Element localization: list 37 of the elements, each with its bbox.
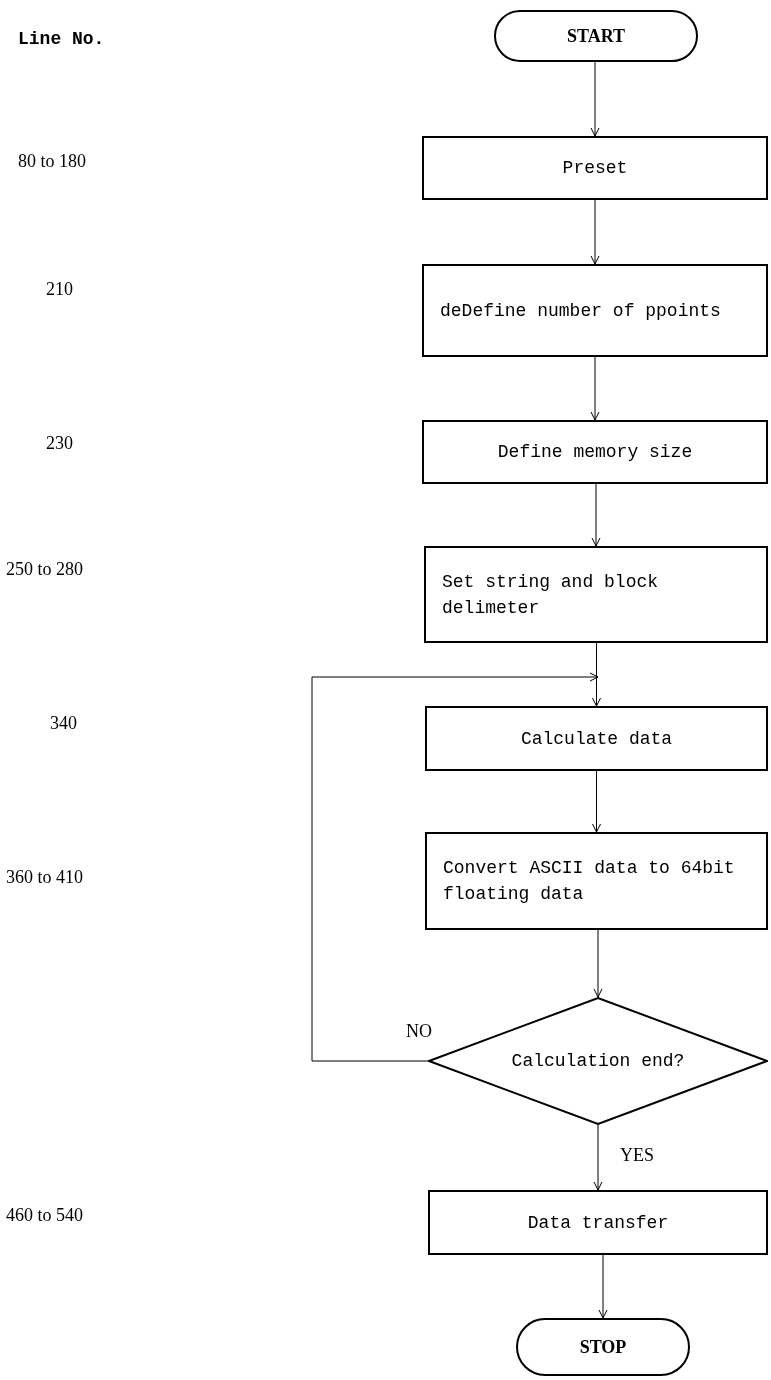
arrow <box>591 483 601 547</box>
process-box <box>422 420 768 484</box>
line-number-range: 250 to 280 <box>6 560 83 578</box>
arrow <box>590 356 600 421</box>
line-number-range: 460 to 540 <box>6 1206 83 1224</box>
process-box <box>428 1190 768 1255</box>
line-number-range: 210 <box>46 280 73 298</box>
arrow <box>593 929 603 998</box>
process-box <box>422 264 768 357</box>
arrow <box>590 199 600 265</box>
line-number-range: 360 to 410 <box>6 868 83 886</box>
process-box <box>424 546 768 643</box>
node-text: Calculate data <box>519 727 674 751</box>
process-box <box>422 136 768 200</box>
node-text: Data transfer <box>526 1211 670 1235</box>
edge-label: NO <box>404 1022 434 1040</box>
process-box <box>425 832 768 930</box>
arrow <box>592 770 601 833</box>
line-number-range: 230 <box>46 434 73 452</box>
edge-label: YES <box>618 1146 656 1164</box>
node-text: Define memory size <box>496 441 694 464</box>
arrow <box>590 61 600 137</box>
node-text: deDefine number of ppoints <box>440 299 722 323</box>
node-text: Preset <box>561 157 629 180</box>
node-text: START <box>566 25 626 48</box>
node-text: STOP <box>579 1336 627 1359</box>
node-text: Calculation end? <box>511 1050 685 1073</box>
node-text: Set string and block delimeter <box>442 570 660 620</box>
line-number-range: 80 to 180 <box>18 152 86 170</box>
process-box <box>425 706 768 771</box>
arrow <box>592 642 601 707</box>
arrow <box>593 1124 603 1191</box>
arrow <box>311 672 599 1062</box>
column-heading: Line No. <box>18 30 105 48</box>
line-number-range: 340 <box>50 714 77 732</box>
node-text: Convert ASCII data to 64bit floating data <box>443 857 736 906</box>
arrow <box>598 1254 608 1319</box>
